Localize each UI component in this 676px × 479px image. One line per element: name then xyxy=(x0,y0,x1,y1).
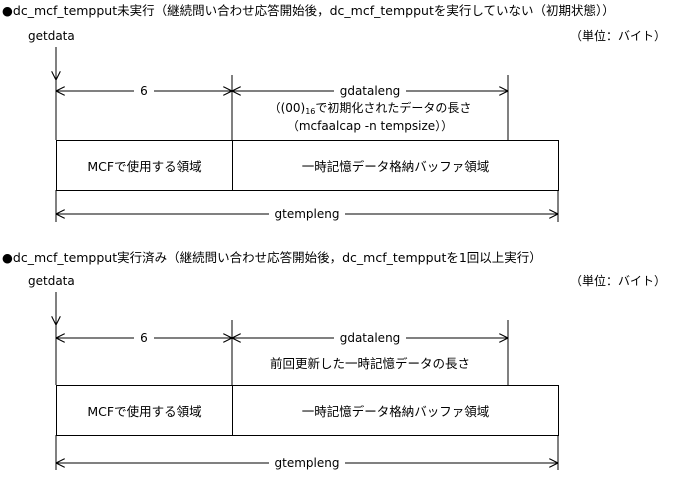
data-length-description: （(00)16で初期化されたデータの長さ xyxy=(268,101,472,116)
mcf-area-box: MCFで使用する領域 xyxy=(56,140,233,191)
start-pointer-label: getdata xyxy=(28,274,75,288)
data-length-label: gdataleng xyxy=(232,331,508,345)
start-pointer-label: getdata xyxy=(28,29,75,43)
unit-label: （単位：バイト） xyxy=(569,29,666,43)
temp-buffer-area-box: 一時記憶データ格納バッファ領域 xyxy=(232,385,559,436)
data-length-description-line2: （mcfaalcap -n tempsize）） xyxy=(286,119,454,133)
data-length-description: 前回更新した一時記憶データの長さ xyxy=(269,356,470,371)
prefix-length-value: 6 xyxy=(56,331,232,345)
data-length-label: gdataleng xyxy=(232,84,508,98)
total-length-label: gtempleng xyxy=(56,456,558,470)
temp-buffer-area-box: 一時記憶データ格納バッファ領域 xyxy=(232,140,559,191)
mcf-area-box: MCFで使用する領域 xyxy=(56,385,233,436)
prefix-length-value: 6 xyxy=(56,84,232,98)
unit-label: （単位：バイト） xyxy=(569,274,666,288)
section-heading: ●dc_mcf_tempput実行済み（継続問い合わせ応答開始後，dc_mcf_… xyxy=(2,250,542,265)
total-length-label: gtempleng xyxy=(56,207,558,221)
section-heading: ●dc_mcf_tempput未実行（継続問い合わせ応答開始後，dc_mcf_t… xyxy=(2,3,615,18)
